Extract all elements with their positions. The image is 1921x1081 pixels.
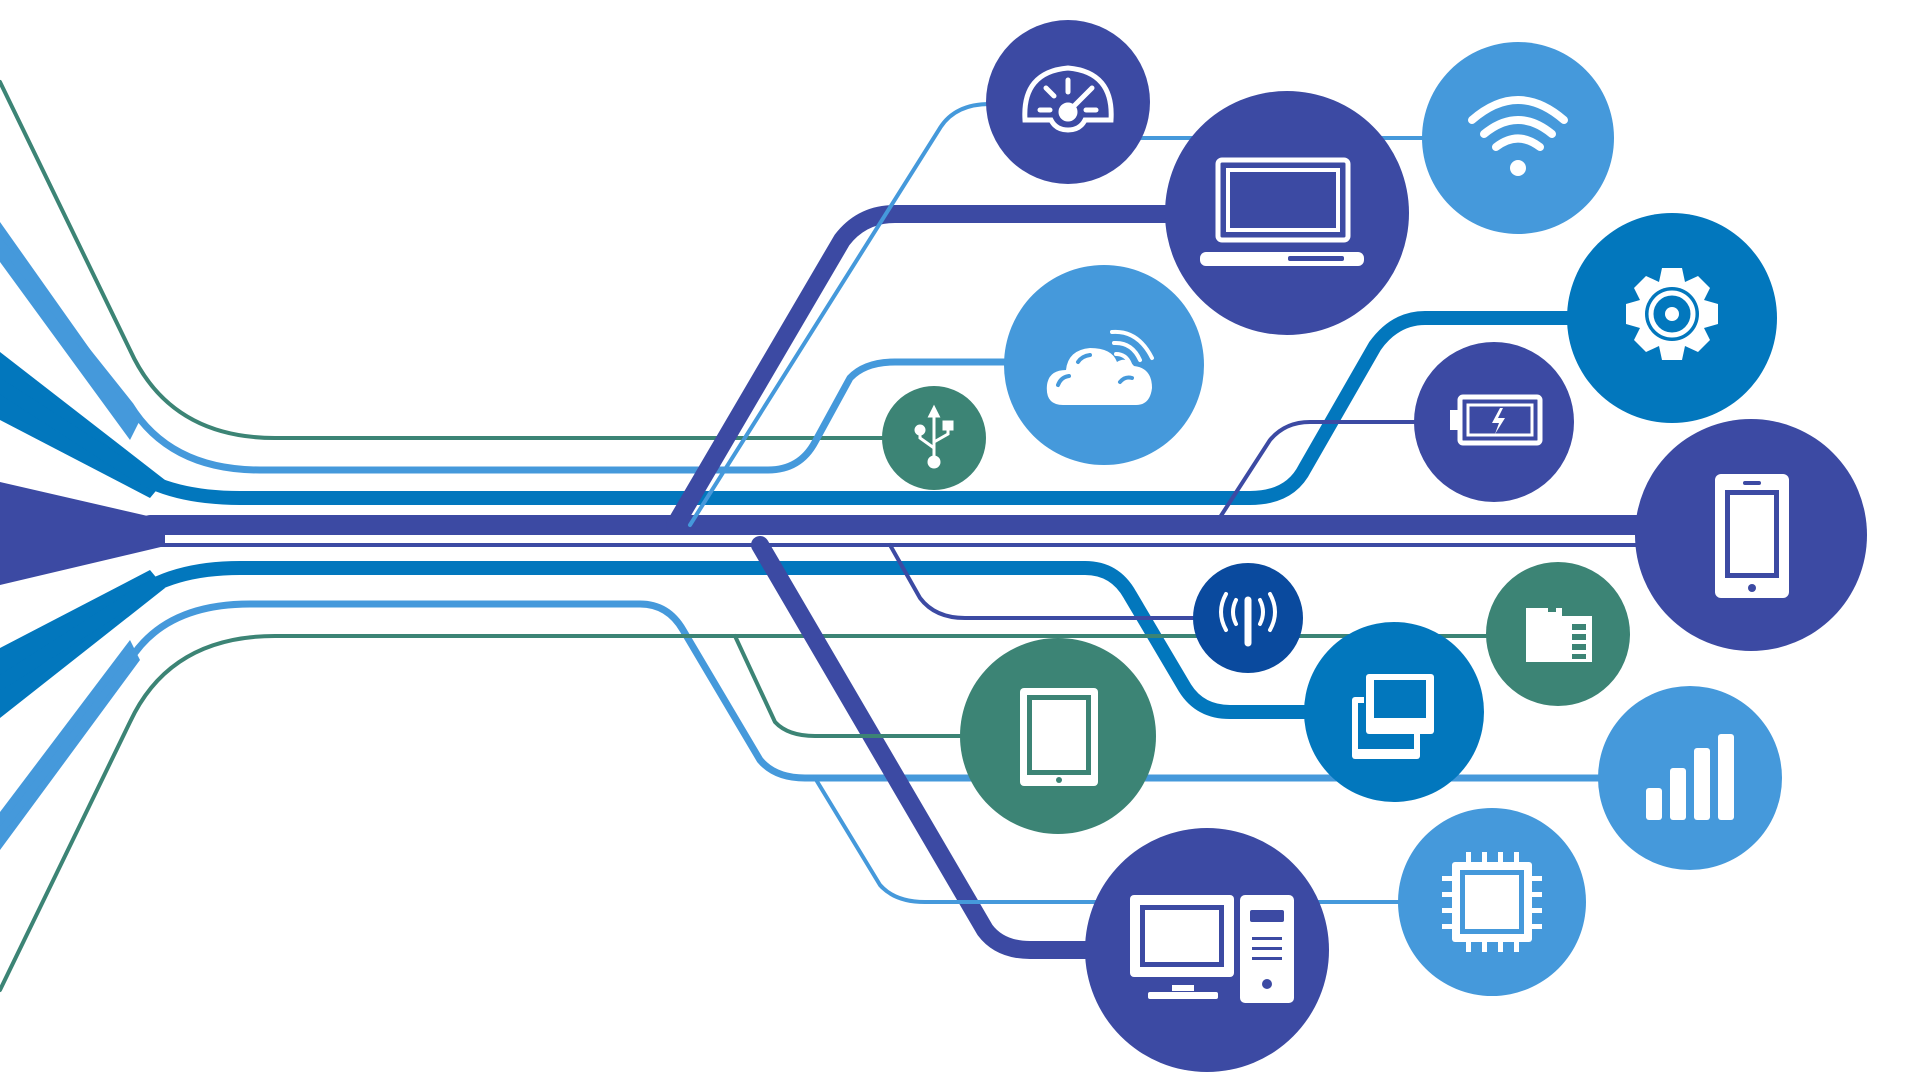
sd-card-icon bbox=[1526, 608, 1592, 662]
node-cloud bbox=[1004, 265, 1204, 465]
node-speedometer bbox=[986, 20, 1150, 184]
node-tablet bbox=[960, 638, 1156, 834]
node-settings bbox=[1567, 213, 1777, 423]
node-signal bbox=[1598, 686, 1782, 870]
line-ocean-bottom bbox=[0, 561, 1317, 719]
node-chip bbox=[1398, 808, 1586, 996]
node-smartphone bbox=[1635, 419, 1867, 651]
line-teal-tablet bbox=[733, 634, 982, 738]
battery-icon bbox=[1450, 394, 1543, 446]
dual-screen-icon bbox=[1352, 672, 1434, 759]
node-screens bbox=[1304, 622, 1484, 802]
usb-icon bbox=[914, 404, 954, 469]
line-ocean-top bbox=[0, 311, 1582, 505]
node-desktop bbox=[1085, 828, 1329, 1072]
line-indigo-diagonal bbox=[666, 205, 1179, 534]
circle-speedometer bbox=[986, 20, 1150, 184]
node-laptop bbox=[1165, 91, 1409, 335]
signal-bars-icon bbox=[1646, 734, 1734, 820]
line-sky-desktop bbox=[813, 776, 1422, 904]
line-teal-top bbox=[0, 80, 942, 440]
connection-lines bbox=[0, 80, 1670, 992]
line-sky-top bbox=[0, 238, 1014, 474]
gear-icon bbox=[1626, 268, 1718, 360]
speedometer-icon bbox=[1022, 65, 1114, 133]
cloud-icon bbox=[1046, 329, 1154, 405]
smartphone-icon bbox=[1715, 474, 1789, 598]
node-memory-card bbox=[1486, 562, 1630, 706]
node-battery bbox=[1414, 342, 1574, 502]
fan-wedges bbox=[0, 222, 165, 850]
node-usb bbox=[882, 386, 986, 490]
wedge-indigo bbox=[0, 482, 165, 585]
node-wifi bbox=[1422, 42, 1614, 234]
desktop-computer-icon bbox=[1130, 895, 1294, 1003]
antenna-icon bbox=[1219, 592, 1277, 647]
tablet-icon bbox=[1020, 688, 1098, 786]
line-indigo-diagonal-down bbox=[751, 536, 1119, 959]
circle-laptop bbox=[1165, 91, 1409, 335]
node-antenna bbox=[1193, 563, 1303, 673]
line-teal-bottom bbox=[0, 634, 1502, 992]
line-indigo-antenna bbox=[888, 543, 1232, 620]
wifi-icon bbox=[1468, 96, 1568, 176]
line-indigo-battery bbox=[1213, 420, 1432, 527]
line-sky-bottom bbox=[0, 600, 1604, 836]
chip-icon bbox=[1442, 852, 1542, 952]
laptop-icon bbox=[1200, 157, 1364, 266]
circle-signal bbox=[1598, 686, 1782, 870]
